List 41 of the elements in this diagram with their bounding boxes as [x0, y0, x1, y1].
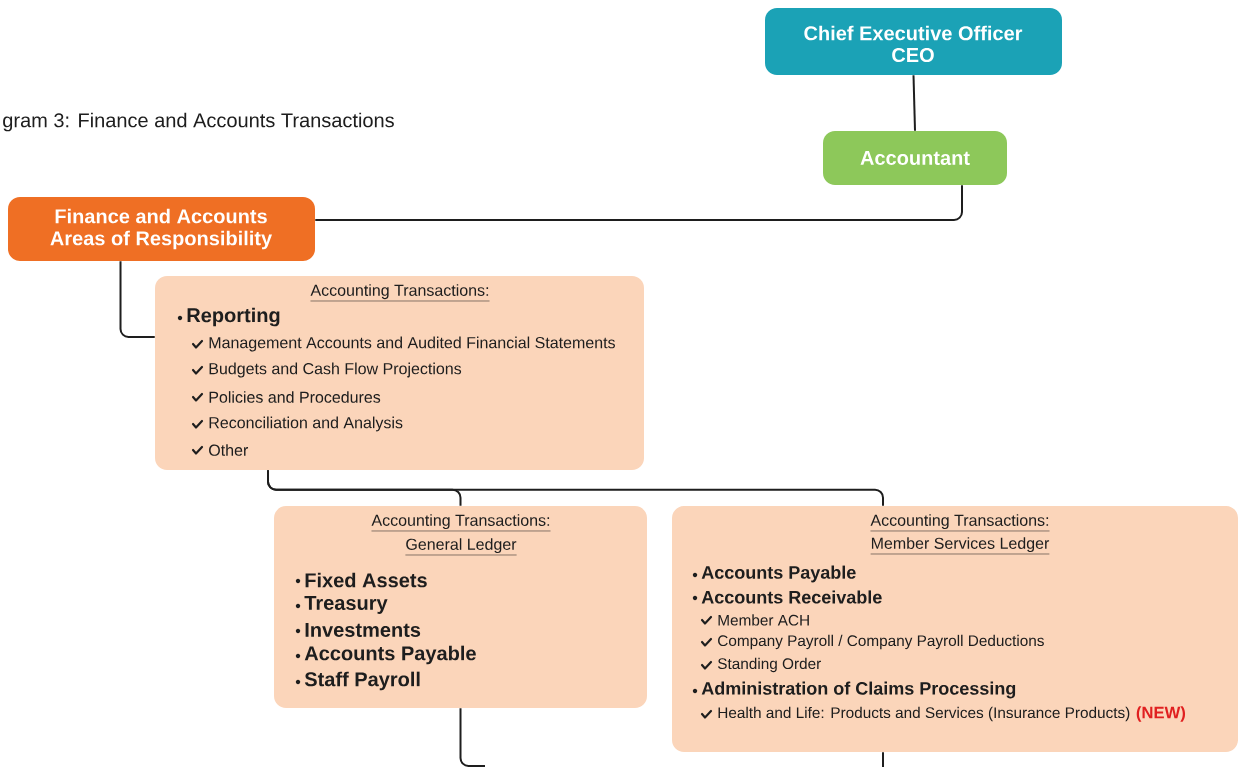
connector-line: [882, 751, 884, 767]
bullet-item: Administration of Claims Processing: [701, 681, 1016, 699]
bullet-item: Fixed Assets: [305, 572, 427, 588]
diagram-title: gram 3: Finance and Accounts Transactions: [3, 112, 394, 132]
check-item: Policies and Procedures: [209, 391, 381, 403]
bullet-item: Accounts Payable: [304, 645, 476, 665]
new-tag: (NEW): [1136, 706, 1186, 722]
list-box: [672, 506, 1238, 752]
section-heading: Accounting Transactions:: [371, 514, 551, 532]
heading-box: [8, 197, 315, 261]
connector-line: [119, 260, 156, 338]
check-item: Other: [209, 444, 249, 456]
check-item: Company Payroll / Company Payroll Deductions: [718, 634, 1044, 650]
section-heading: Accounting Transactions:: [870, 514, 1050, 532]
check-item: Budgets and Cash Flow Projections: [209, 362, 462, 378]
list-box: [155, 276, 644, 470]
bullet-item: Accounts Payable: [701, 565, 856, 583]
section-heading: Accounting Transactions:: [310, 284, 490, 302]
list-box: [274, 506, 647, 708]
check-item: Member ACH: [718, 614, 809, 626]
role-box: [765, 8, 1062, 75]
bullet-item: Treasury: [304, 596, 388, 614]
bullet-item: Reporting: [187, 307, 280, 327]
section-heading: General Ledger: [405, 538, 517, 556]
check-item: Reconciliation and Analysis: [209, 416, 403, 432]
connector-line: [459, 707, 486, 767]
box-label: Areas of Responsibility: [50, 230, 273, 250]
check-item: Management Accounts and Audited Financial Statements: [209, 336, 615, 352]
section-heading: Member Services Ledger: [870, 537, 1050, 555]
connector-line: [912, 74, 916, 132]
box-label: Accountant: [860, 151, 970, 165]
role-box: [823, 131, 1007, 185]
bullet-item: Accounts Receivable: [701, 590, 882, 604]
bullet-item: Investments: [305, 623, 421, 637]
box-label: Finance and Accounts: [55, 208, 267, 224]
box-label: Chief Executive Officer: [804, 25, 1023, 41]
check-item: Health and Life: Products and Services (Insurance Products): [718, 706, 1130, 722]
connector-line: [314, 184, 963, 221]
check-item: Standing Order: [717, 657, 821, 673]
bullet-item: Staff Payroll: [304, 671, 420, 691]
box-label: CEO: [892, 47, 934, 63]
